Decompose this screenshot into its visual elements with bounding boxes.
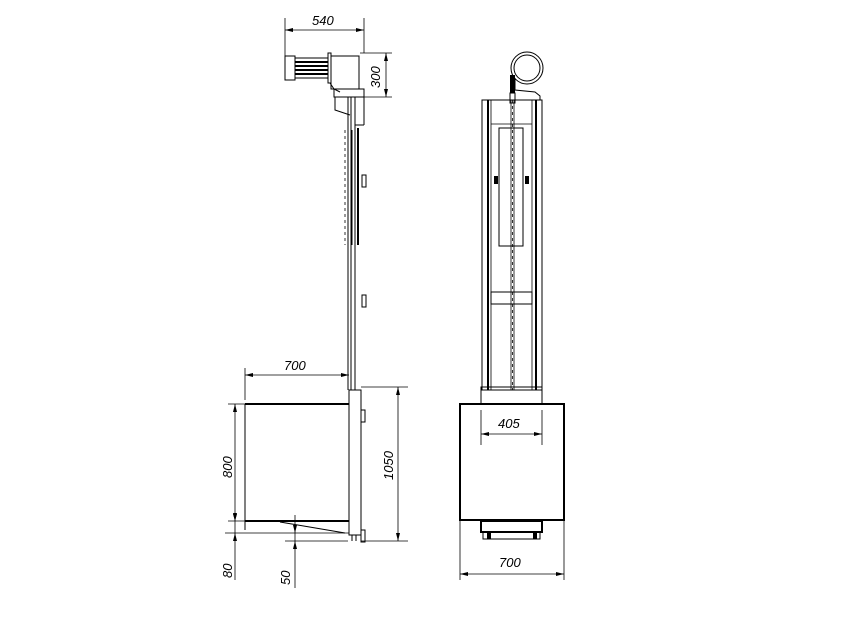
dim-label-700-front: 700 xyxy=(499,555,521,570)
dimension-700-front: 700 xyxy=(459,520,565,580)
dimension-800: 800 xyxy=(220,403,245,521)
dim-label-800: 800 xyxy=(220,456,235,478)
motor-icon xyxy=(284,52,365,126)
dimension-540: 540 xyxy=(284,13,365,56)
dimension-80: 80 xyxy=(220,514,349,580)
dim-label-50: 50 xyxy=(278,570,293,585)
side-column-base xyxy=(348,389,362,536)
pulley-icon xyxy=(509,51,544,104)
dim-label-540: 540 xyxy=(312,13,334,28)
front-carriage xyxy=(480,520,543,533)
dim-label-1050: 1050 xyxy=(381,450,396,480)
side-view: 540 300 xyxy=(220,13,408,588)
side-platform xyxy=(244,403,349,534)
dimension-1050: 1050 xyxy=(361,386,408,542)
side-bracket-bottom xyxy=(360,529,366,543)
dimension-700-side: 700 xyxy=(244,358,349,400)
dimension-405: 405 xyxy=(480,410,543,445)
front-view: 405 700 xyxy=(459,51,565,580)
cross-bracket xyxy=(490,291,533,305)
dimension-50: 50 xyxy=(278,515,348,588)
dim-label-700-side: 700 xyxy=(284,358,306,373)
dimension-300: 300 xyxy=(360,52,392,98)
dim-label-300: 300 xyxy=(368,66,383,88)
dim-label-80: 80 xyxy=(220,563,235,578)
counterweight xyxy=(498,127,524,247)
side-column xyxy=(344,97,367,390)
front-column xyxy=(481,99,543,391)
side-bracket xyxy=(360,409,366,423)
dim-label-405: 405 xyxy=(498,416,520,431)
